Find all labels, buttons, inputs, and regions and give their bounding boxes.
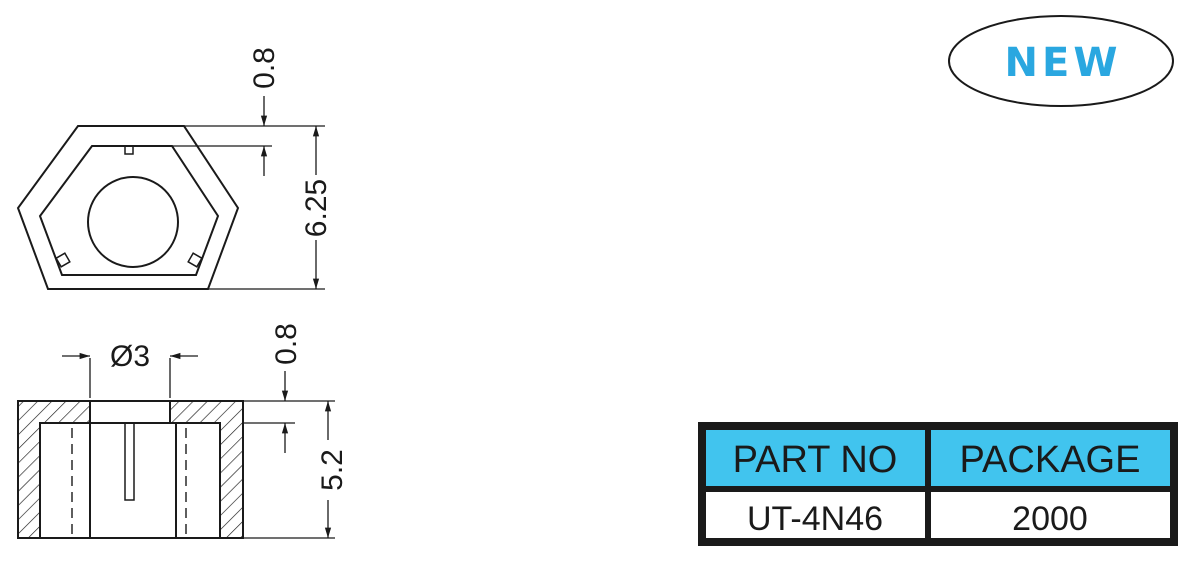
dim-total-height: 5.2: [316, 449, 349, 491]
notch-right: [187, 252, 203, 268]
side-body-outline: [17, 400, 244, 539]
dim-hex-height: 6.25: [300, 179, 333, 237]
side-view-dimensions: [62, 352, 335, 539]
notch-left: [55, 252, 71, 268]
header-package: PACKAGE: [960, 439, 1141, 481]
top-view-dimensions: [172, 96, 325, 290]
value-part-no: UT-4N46: [747, 500, 883, 538]
key-slot: [124, 422, 135, 501]
top-view: [16, 125, 240, 290]
side-view: [17, 400, 244, 539]
header-cell-package: [931, 430, 1170, 486]
value-cell-package: [931, 492, 1170, 538]
new-badge-outline: [948, 15, 1174, 107]
hex-center-bore: [87, 176, 179, 268]
notch-top: [124, 145, 134, 155]
dim-top-thickness: 0.8: [248, 47, 281, 89]
section-hatch-right: [169, 400, 244, 539]
header-part-no: PART NO: [733, 439, 898, 481]
new-badge: NEW: [948, 15, 1174, 107]
new-badge-label: NEW: [1005, 40, 1122, 86]
header-cell-part-no: [706, 430, 925, 486]
dim-hole-diameter: Ø3: [110, 340, 150, 373]
value-package: 2000: [1012, 500, 1088, 538]
dim-side-thickness: 0.8: [270, 323, 303, 365]
value-cell-part-no: [706, 492, 925, 538]
part-table: PART NO PACKAGE UT-4N46 2000: [698, 422, 1178, 546]
hex-outer-outline: [16, 125, 240, 290]
section-hatch-left: [17, 400, 91, 539]
